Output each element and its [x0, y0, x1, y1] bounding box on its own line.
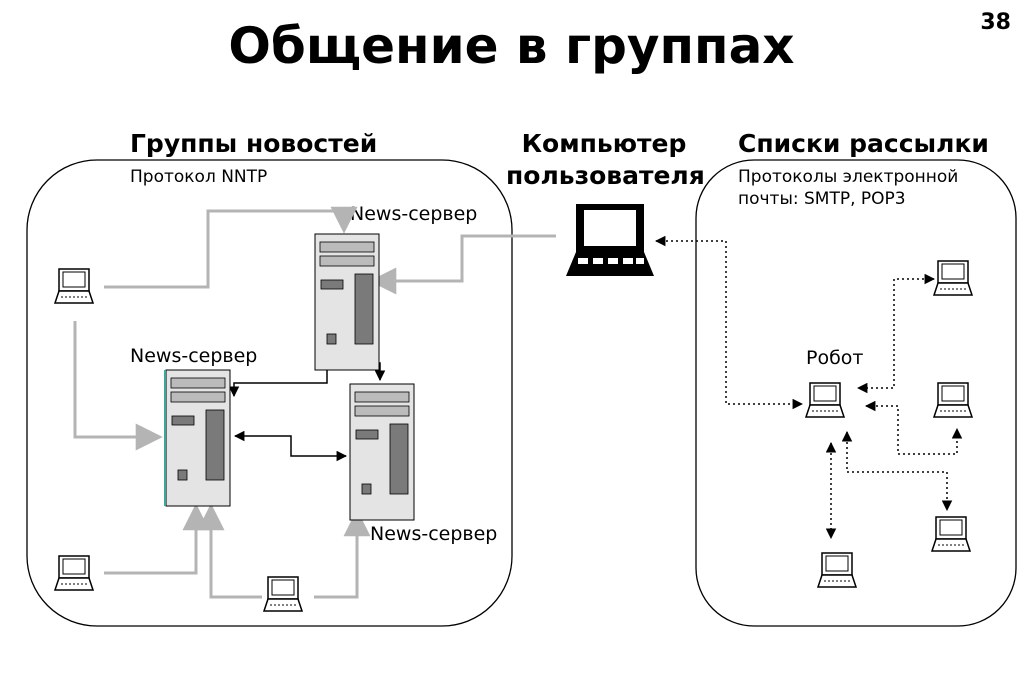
- user-computer-label-line2: пользователя: [506, 161, 705, 190]
- user-computer-label-line1: Компьютер: [521, 129, 687, 158]
- mailing-links: [654, 235, 963, 540]
- robot-computer-icon: [805, 382, 845, 418]
- email-protocols-line1: Протоколы электронной: [738, 167, 959, 187]
- subscriber-computer-icon: [931, 516, 971, 552]
- page-number: 38: [980, 10, 1011, 35]
- email-protocols-line2: почты: SMTP, POP3: [738, 189, 906, 209]
- mailing-lists-heading: Списки рассылки: [738, 129, 989, 158]
- client-computer-icon: [54, 268, 94, 304]
- news-server-right: [349, 383, 415, 521]
- news-server-top: [314, 233, 380, 371]
- nntp-links: [73, 206, 556, 599]
- user-computer-icon: [566, 204, 654, 276]
- newsgroups-heading: Группы новостей: [130, 129, 378, 158]
- newsgroups-container: [26, 159, 513, 627]
- news-server-left-label: News-сервер: [130, 345, 258, 367]
- nntp-protocol-label: Протокол NNTP: [130, 167, 268, 187]
- subscriber-computer-icon: [933, 260, 973, 296]
- client-computer-icon: [54, 555, 94, 591]
- news-server-top-label: News-сервер: [350, 203, 478, 225]
- news-server-right-label: News-сервер: [370, 523, 498, 545]
- subscriber-computer-icon: [933, 382, 973, 418]
- client-computer-icon: [263, 576, 303, 612]
- news-server-left: [165, 369, 231, 507]
- robot-label: Робот: [806, 347, 864, 369]
- subscriber-computer-icon: [817, 552, 857, 588]
- slide-title: Общение в группах: [228, 17, 795, 75]
